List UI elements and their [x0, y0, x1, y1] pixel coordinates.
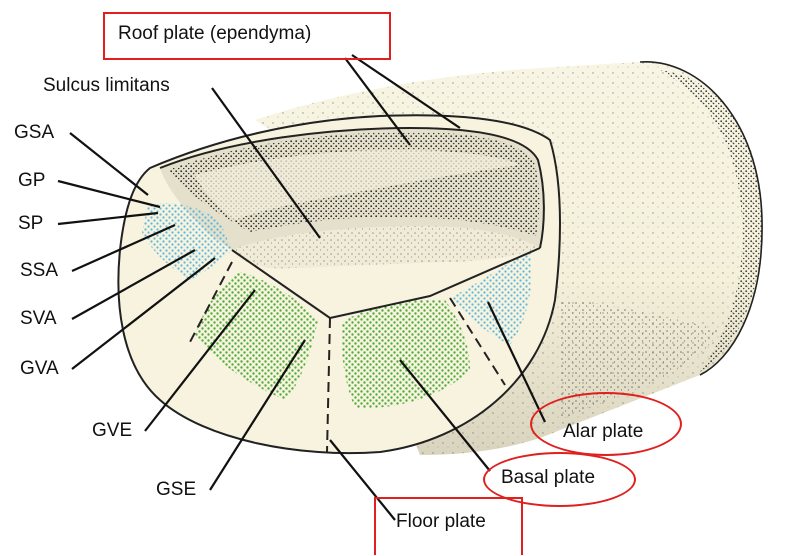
basal-plate-label: Basal plate [501, 468, 595, 487]
ssa-label: SSA [20, 261, 58, 280]
floor-plate-label: Floor plate [396, 512, 486, 531]
gp-label: GP [18, 171, 45, 190]
sp-label: SP [18, 214, 43, 233]
gse-label: GSE [156, 480, 196, 499]
gva-label: GVA [20, 359, 59, 378]
gve-label: GVE [92, 421, 132, 440]
alar-plate-label: Alar plate [563, 422, 643, 441]
roof-plate-label: Roof plate (ependyma) [118, 24, 311, 43]
gsa-label: GSA [14, 123, 54, 142]
sulcus-limitans-label: Sulcus limitans [43, 76, 170, 95]
sva-label: SVA [20, 309, 57, 328]
pointer-gsa [70, 133, 148, 195]
